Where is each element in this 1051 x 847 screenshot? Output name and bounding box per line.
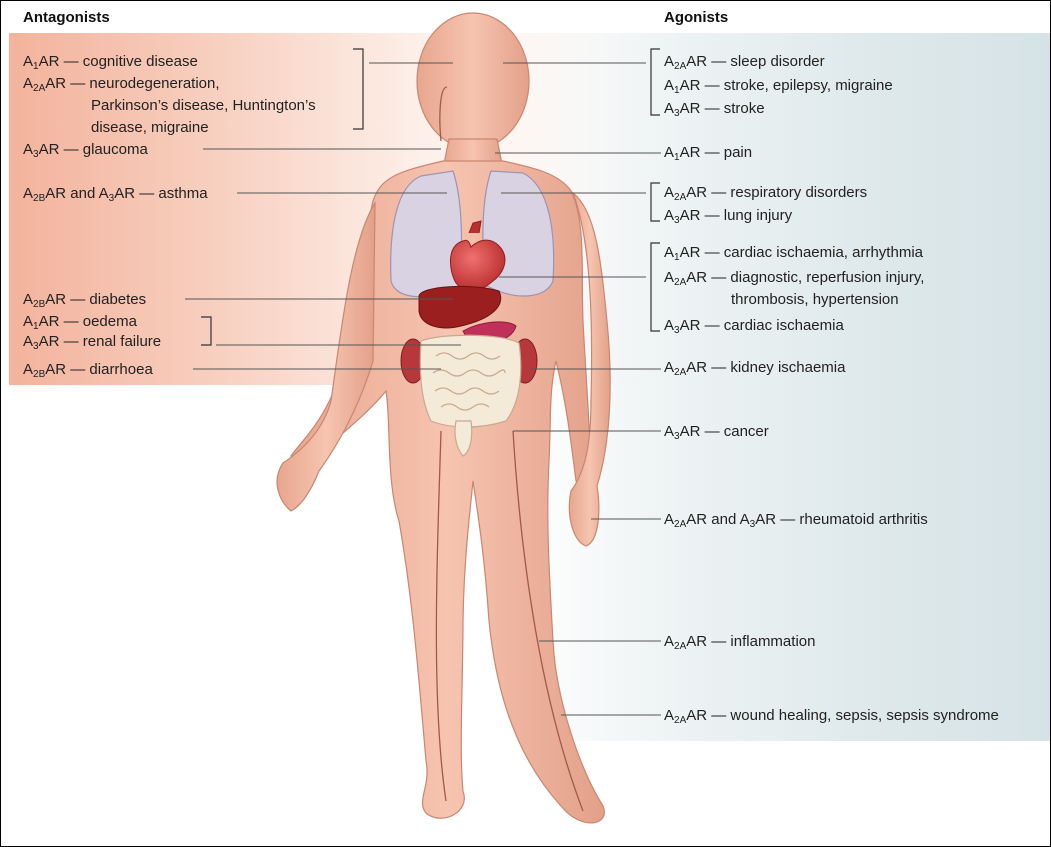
antagonist-label: A3AR — renal failure — [23, 333, 161, 351]
agonist-label: A3AR — cardiac ischaemia — [664, 317, 844, 335]
agonist-label: A1AR — pain — [664, 144, 752, 162]
antagonist-label: A3AR — glaucoma — [23, 141, 148, 159]
agonist-label: A2AAR — wound healing, sepsis, sepsis sy… — [664, 707, 999, 725]
antagonist-label: A2BAR — diarrhoea — [23, 361, 153, 379]
right-brackets — [651, 49, 660, 331]
agonist-label: A2AAR — inflammation — [664, 633, 815, 651]
antagonist-label: A1AR — cognitive disease — [23, 53, 198, 71]
agonist-label: A2AAR — sleep disorder — [664, 53, 825, 71]
agonist-label: A2AAR — diagnostic, reperfusion injury, — [664, 269, 924, 287]
agonist-label: A1AR — stroke, epilepsy, migraine — [664, 77, 893, 95]
antagonist-label: A2BAR — diabetes — [23, 291, 146, 309]
head — [417, 13, 529, 149]
left-brackets — [201, 49, 363, 345]
antagonist-label-continuation: disease, migraine — [91, 119, 209, 137]
agonists-heading: Agonists — [664, 9, 728, 26]
agonist-label: A2AAR and A3AR — rheumatoid arthritis — [664, 511, 928, 529]
agonist-label-continuation: thrombosis, hypertension — [731, 291, 899, 309]
agonist-label: A3AR — lung injury — [664, 207, 792, 225]
antagonist-label: A2BAR and A3AR — asthma — [23, 185, 208, 203]
antagonists-heading: Antagonists — [23, 9, 110, 26]
left-arm — [277, 203, 375, 511]
agonist-label: A2AAR — kidney ischaemia — [664, 359, 845, 377]
antagonist-label: A2AAR — neurodegeneration, — [23, 75, 220, 93]
antagonist-label-continuation: Parkinson’s disease, Huntington’s — [91, 97, 316, 115]
agonist-label: A3AR — cancer — [664, 423, 769, 441]
agonist-label: A2AAR — respiratory disorders — [664, 184, 867, 202]
antagonist-label: A1AR — oedema — [23, 313, 137, 331]
agonist-label: A1AR — cardiac ischaemia, arrhythmia — [664, 244, 923, 262]
agonist-label: A3AR — stroke — [664, 100, 765, 118]
